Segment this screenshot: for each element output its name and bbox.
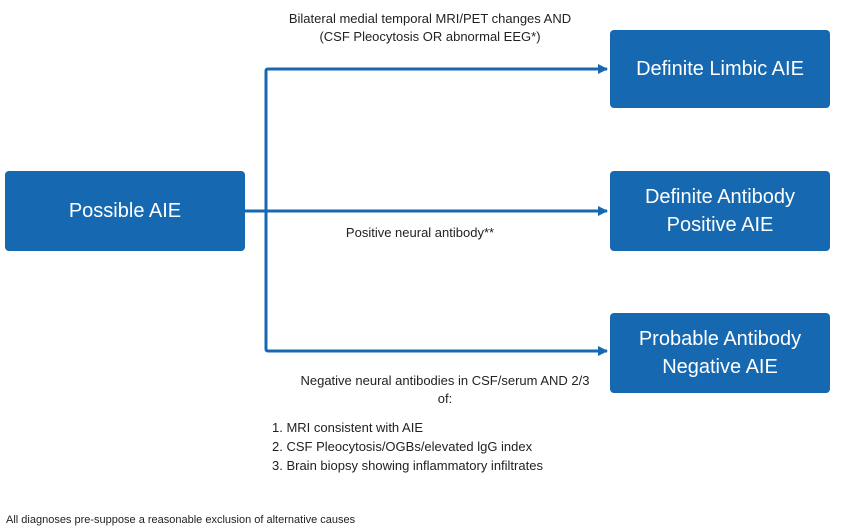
footnote: All diagnoses pre-suppose a reasonable e…: [6, 514, 356, 526]
antibody-negative-criteria-line-1: Negative neural antibodies in CSF/serum …: [300, 373, 590, 388]
arrow-to-definite-limbic: [245, 64, 608, 213]
arrow-to-probable-antibody-negative: [264, 211, 608, 356]
possible-aie-label: Possible AIE: [68, 200, 182, 222]
antibody-negative-criteria-line-2: of:: [437, 391, 453, 406]
criteria-item: 2. CSF Pleocytosis/OGBs/elevated lgG ind…: [272, 439, 533, 454]
definite-limbic-aie-label: Definite Limbic AIE: [636, 58, 804, 80]
definite-antibody-positive-aie-box: Definite Antibody Positive AIE: [610, 171, 830, 251]
probable-antibody-negative-aie-label: Probable Antibody Negative AIE: [638, 328, 802, 378]
antibody-positive-criteria-label: Positive neural antibody**: [345, 225, 495, 240]
definite-limbic-aie-box: Definite Limbic AIE: [610, 30, 830, 108]
possible-aie-box: Possible AIE: [5, 171, 245, 251]
limbic-criteria-label: Bilateral medial temporal MRI/PET change…: [288, 11, 572, 44]
criteria-list: 1. MRI consistent with AIE 2. CSF Pleocy…: [272, 418, 543, 475]
probable-antibody-negative-aie-box: Probable Antibody Negative AIE: [610, 313, 830, 393]
antibody-negative-criteria-label: Negative neural antibodies in CSF/serum …: [255, 372, 635, 408]
criteria-item: 1. MRI consistent with AIE: [272, 420, 424, 435]
definite-antibody-positive-aie-label: Definite Antibody Positive AIE: [644, 186, 796, 236]
criteria-item: 3. Brain biopsy showing inflammatory inf…: [272, 458, 543, 473]
